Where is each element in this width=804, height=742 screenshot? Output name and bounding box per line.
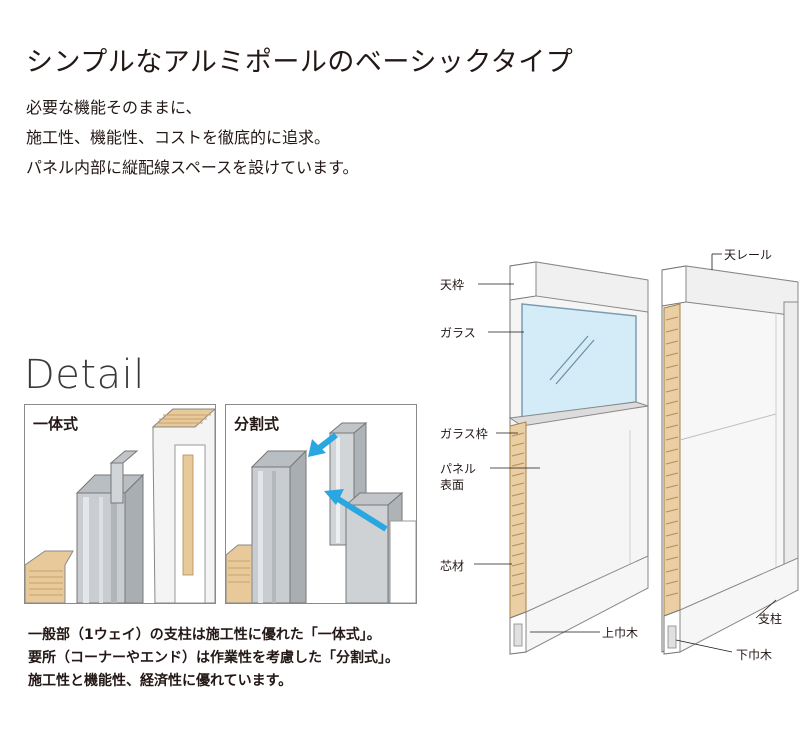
label-top-rail: 天レール (724, 248, 773, 262)
headline: シンプルなアルミポールのベーシックタイプ (26, 47, 574, 78)
label-post: 支柱 (758, 612, 783, 626)
description-line: 一般部（1ウェイ）の支柱は施工性に優れた「一体式」。 (28, 627, 381, 643)
label-glass-frame: ガラス枠 (440, 427, 488, 441)
label-top-frame: 天枠 (440, 278, 465, 292)
detail-panel-integrated: 一体式 (24, 404, 216, 604)
detail-title: Detail (24, 352, 145, 398)
label-upper-baseboard: 上巾木 (602, 626, 639, 640)
leader-lines (474, 253, 777, 653)
panel-label: 一体式 (33, 413, 79, 434)
intro-text: 必要な機能そのままに、 施工性、機能性、コストを徹底的に追求。 パネル内部に縦配… (26, 93, 358, 183)
intro-line: パネル内部に縦配線スペースを設けています。 (26, 158, 359, 177)
intro-line: 必要な機能そのままに、 (26, 98, 202, 117)
glazed-panel-illustration (508, 261, 649, 655)
detail-description: 一般部（1ウェイ）の支柱は施工性に優れた「一体式」。 要所（コーナーやエンド）は… (28, 624, 399, 693)
solid-panel-illustration (661, 265, 799, 655)
description-line: 施工性と機能性、経済性に優れています。 (28, 673, 293, 689)
label-panel-surface: パネル 表面 (440, 462, 477, 492)
assembly-arrow (324, 489, 388, 532)
label-core: 芯材 (440, 559, 465, 573)
detail-panel-split: 分割式 (225, 404, 417, 604)
intro-line: 施工性、機能性、コストを徹底的に追求。 (26, 128, 331, 147)
assembly-arrow (308, 432, 338, 457)
label-lower-baseboard: 下巾木 (736, 648, 773, 662)
integrated-post-illustration (25, 408, 215, 603)
split-post-illustration (226, 421, 416, 603)
partition-cross-section-diagram (474, 253, 799, 655)
panel-label: 分割式 (234, 413, 280, 434)
description-line: 要所（コーナーやエンド）は作業性を考慮した「分割式」。 (28, 650, 399, 666)
label-glass: ガラス (440, 326, 476, 340)
